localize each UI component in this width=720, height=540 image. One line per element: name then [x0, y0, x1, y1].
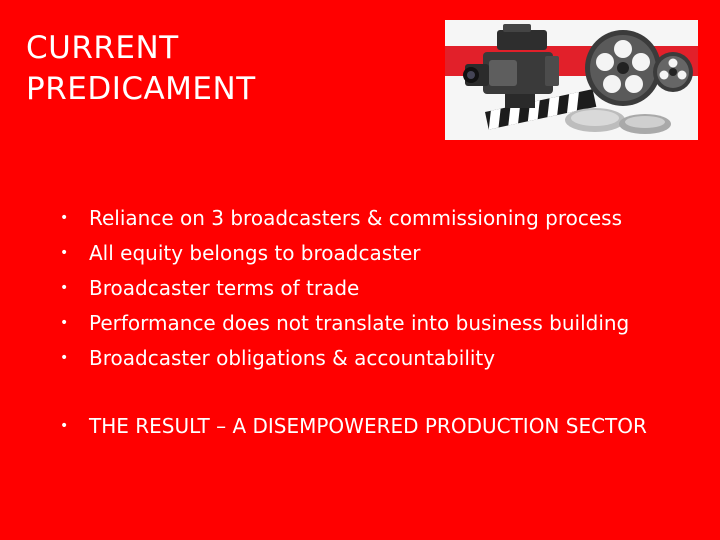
bullet-icon: •	[60, 210, 69, 226]
list-item: • Performance does not translate into bus…	[60, 306, 629, 341]
bullet-text: All equity belongs to broadcaster	[89, 241, 421, 265]
bullet-list: • Reliance on 3 broadcasters & commission…	[60, 201, 629, 376]
bullet-icon: •	[60, 280, 69, 296]
list-item: • Broadcaster obligations & accountabilit…	[60, 341, 629, 376]
list-item: • Reliance on 3 broadcasters & commission…	[60, 201, 629, 236]
bullet-text: Performance does not translate into busi…	[89, 311, 630, 335]
list-item: • Broadcaster terms of trade	[60, 271, 629, 306]
list-item: • All equity belongs to broadcaster	[60, 236, 629, 271]
bullet-icon: •	[60, 315, 69, 331]
film-camera-icon	[445, 20, 698, 140]
result-text: THE RESULT – A DISEMPOWERED PRODUCTION S…	[89, 414, 647, 438]
slide-title: CURRENT PREDICAMENT	[26, 30, 256, 107]
bullet-text: Reliance on 3 broadcasters & commissioni…	[89, 206, 622, 230]
bullet-text: Broadcaster obligations & accountability	[89, 346, 496, 370]
result-statement: • THE RESULT – A DISEMPOWERED PRODUCTION …	[60, 409, 647, 444]
bullet-icon: •	[60, 245, 69, 261]
bullet-text: Broadcaster terms of trade	[89, 276, 360, 300]
bullet-icon: •	[60, 350, 69, 366]
bullet-icon: •	[60, 418, 69, 434]
